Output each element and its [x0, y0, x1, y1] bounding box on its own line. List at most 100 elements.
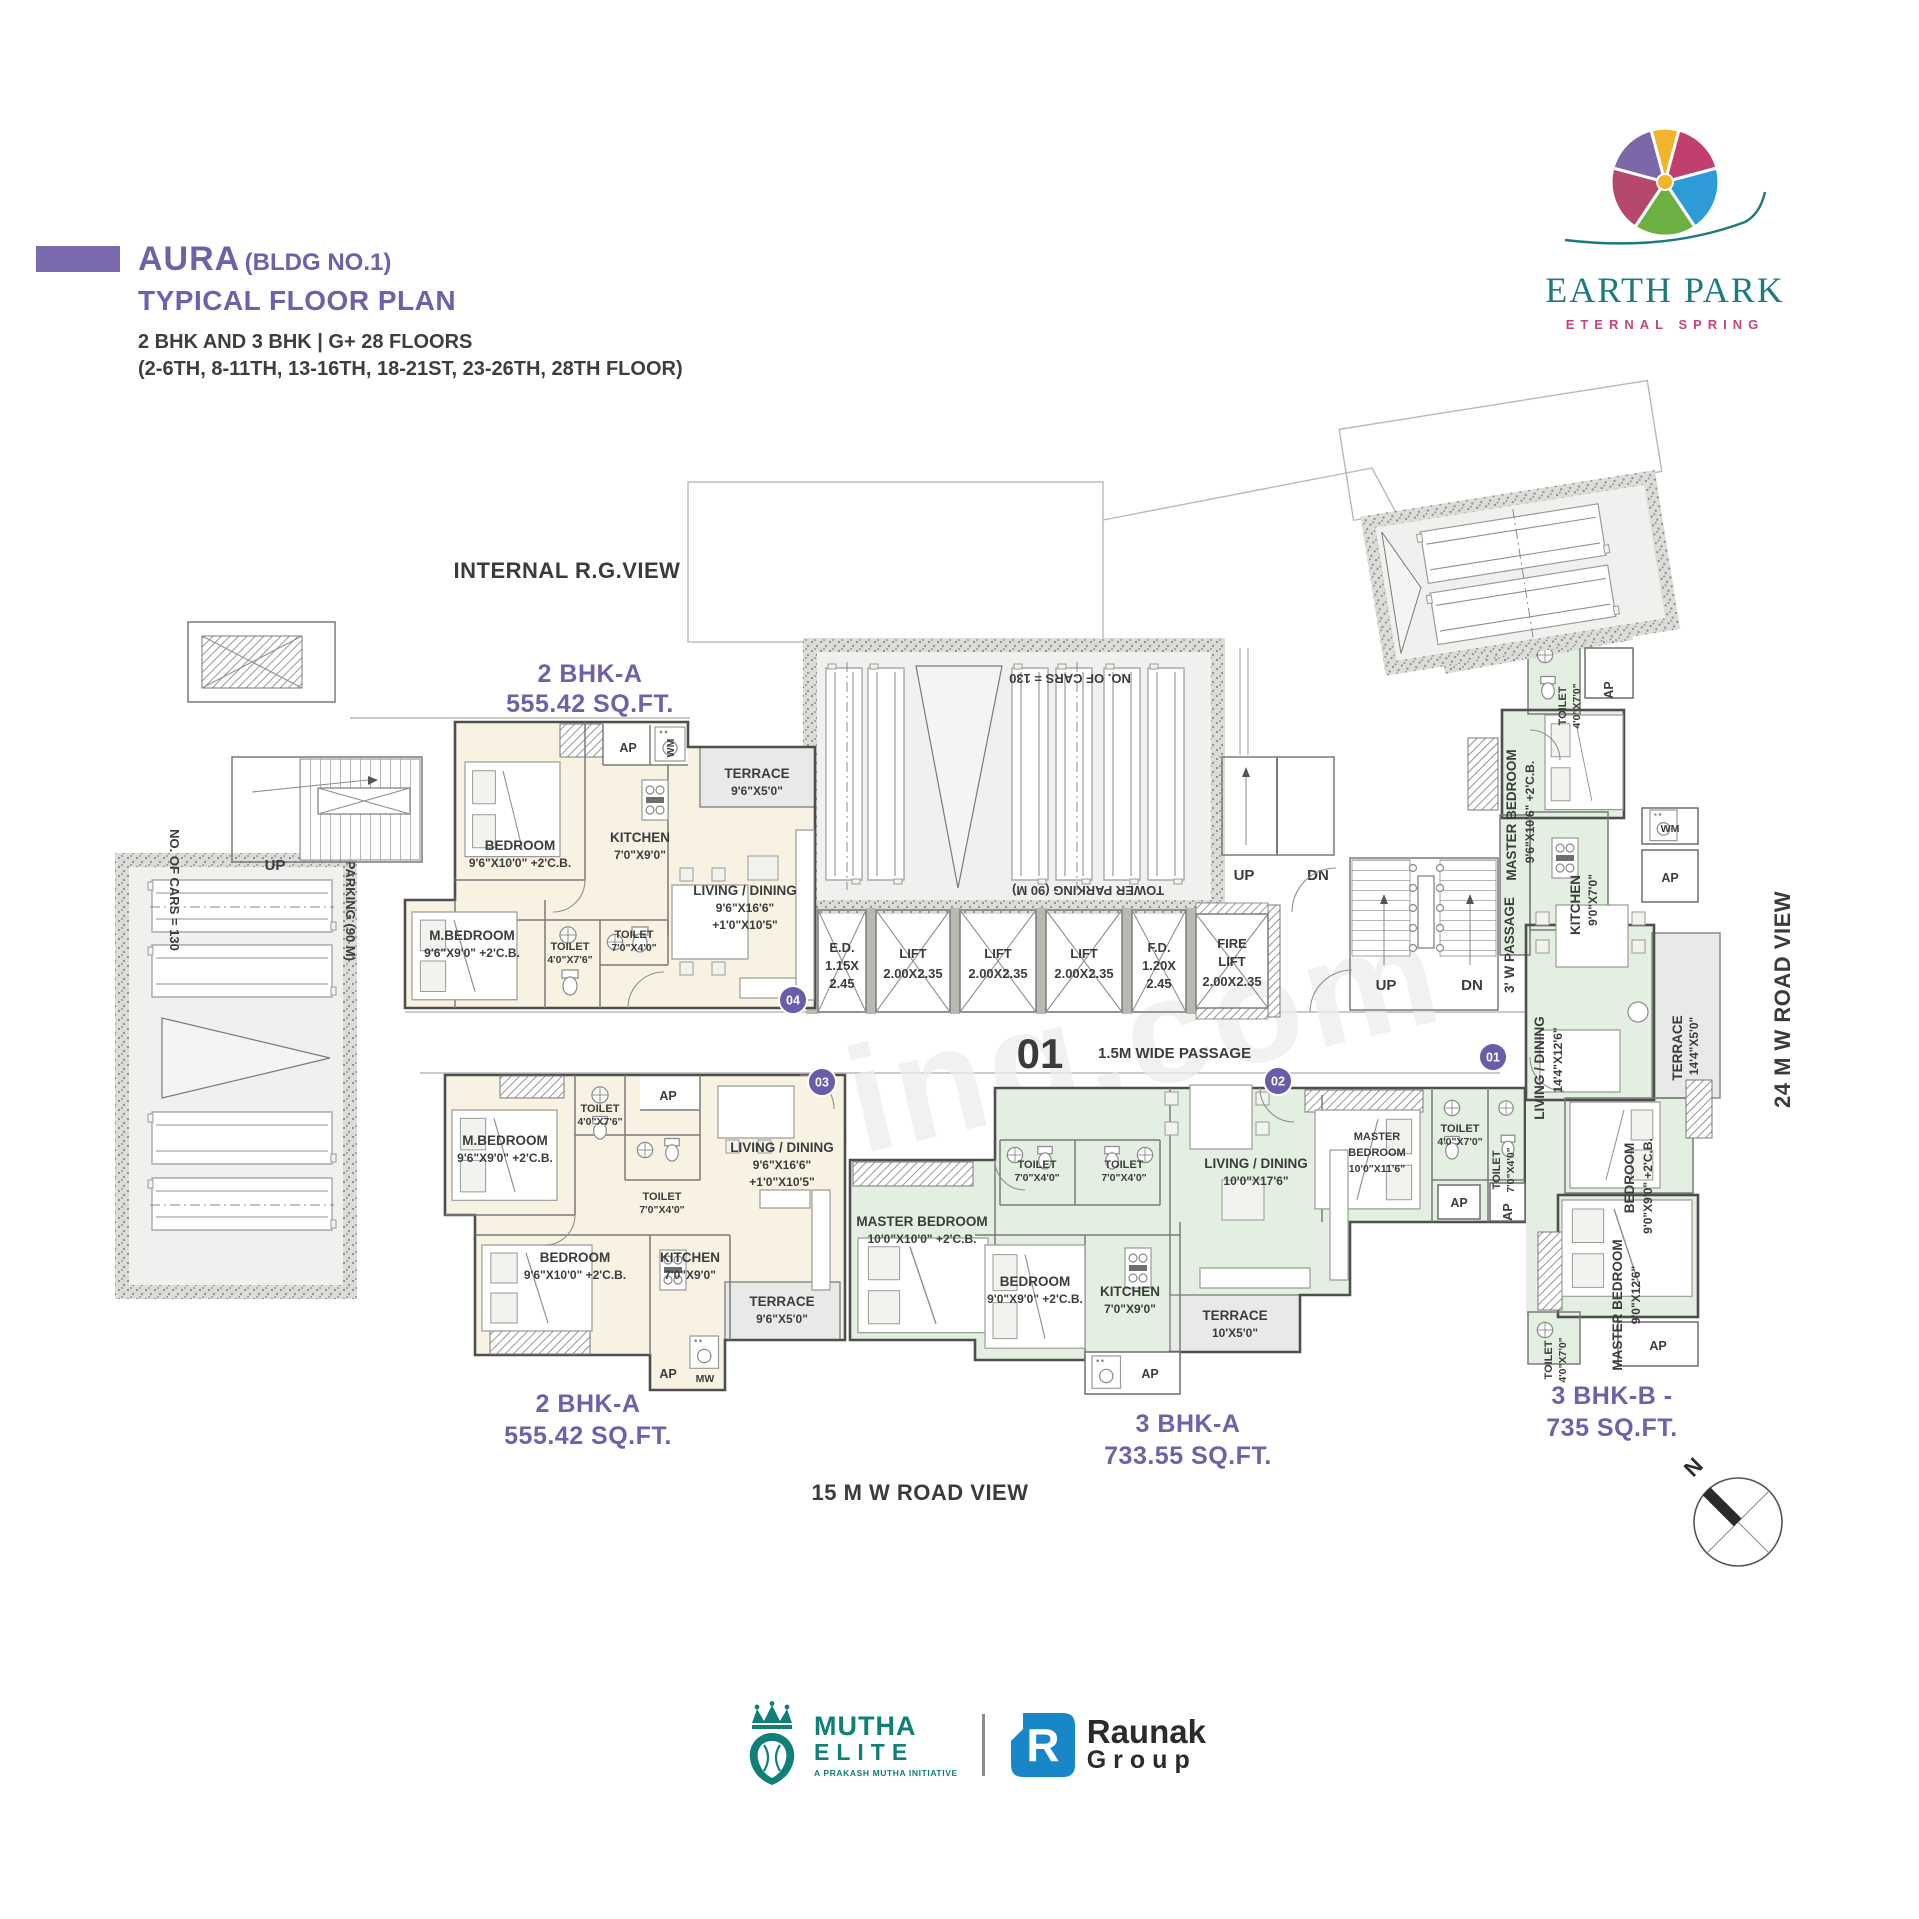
svg-text:TOILET: TOILET [1105, 1159, 1144, 1171]
svg-text:M.BEDROOM: M.BEDROOM [429, 928, 515, 943]
mutha-crown-icon [749, 1701, 795, 1785]
svg-text:+1'0"X10'5": +1'0"X10'5" [712, 918, 777, 932]
svg-text:7'0"X9'0": 7'0"X9'0" [664, 1268, 716, 1282]
svg-text:BEDROOM: BEDROOM [1000, 1274, 1071, 1289]
svg-text:M.BEDROOM: M.BEDROOM [462, 1133, 548, 1148]
svg-text:9'6"X10'6" +2'C.B.: 9'6"X10'6" +2'C.B. [1523, 761, 1537, 863]
svg-text:9'0"X9'0" +2'C.B.: 9'0"X9'0" +2'C.B. [987, 1292, 1083, 1306]
svg-text:7'0"X4'0": 7'0"X4'0" [1101, 1172, 1146, 1184]
svg-text:2.00X2.35: 2.00X2.35 [1054, 966, 1113, 981]
unit-2bhk-a-top-name: 2 BHK-A [538, 660, 643, 688]
stair-top-left: UP [187, 621, 423, 874]
unit-3bhk-a-name: 3 BHK-A [1136, 1410, 1241, 1438]
accent-bar [36, 246, 120, 272]
mutha-initiative: A PRAKASH MUTHA INITIATIVE [814, 1767, 958, 1778]
svg-text:LIFT: LIFT [899, 946, 926, 961]
svg-text:AP: AP [1649, 1339, 1666, 1353]
unit-3bhk-a-area: 733.55 SQ.FT. [1104, 1442, 1272, 1470]
svg-text:10'0"X17'6": 10'0"X17'6" [1223, 1174, 1288, 1188]
svg-text:MASTER: MASTER [1354, 1131, 1401, 1143]
flat-number-badges: 04 03 02 01 [778, 985, 1508, 1097]
svg-text:TERRACE: TERRACE [1670, 1015, 1685, 1080]
svg-text:F.D.: F.D. [1147, 940, 1170, 955]
compass-north-label: N [1679, 1453, 1708, 1482]
svg-text:AP: AP [1661, 871, 1678, 885]
raunak-group-logo: R Raunak Group [1009, 1711, 1206, 1779]
svg-text:BEDROOM: BEDROOM [1348, 1147, 1405, 1159]
svg-text:TERRACE: TERRACE [749, 1294, 814, 1309]
svg-text:7'0"X9'0": 7'0"X9'0" [1104, 1302, 1156, 1316]
svg-text:BEDROOM: BEDROOM [1622, 1143, 1637, 1214]
svg-text:1.15X: 1.15X [825, 958, 859, 973]
svg-text:LIVING / DINING: LIVING / DINING [693, 883, 797, 898]
svg-text:TOILET: TOILET [1491, 1150, 1503, 1189]
svg-text:10'0"X10'0" +2'C.B.: 10'0"X10'0" +2'C.B. [867, 1232, 976, 1246]
unit-2bhk-a-bottom: AP M.BEDROOM 9'6"X9'0" +2'C.B. TOILET 4'… [443, 1073, 847, 1392]
svg-text:14'4"X5'0": 14'4"X5'0" [1687, 1017, 1701, 1075]
elevator-cell-lift3: LIFT 2.00X2.35 [1045, 909, 1123, 1013]
svg-text:2.00X2.35: 2.00X2.35 [1202, 974, 1261, 989]
svg-text:KITCHEN: KITCHEN [1100, 1284, 1160, 1299]
svg-text:2.45: 2.45 [1146, 976, 1171, 991]
svg-text:03: 03 [815, 1076, 829, 1090]
svg-text:LIVING / DINING: LIVING / DINING [1204, 1156, 1308, 1171]
passage-label: 1.5M WIDE PASSAGE [1098, 1045, 1251, 1062]
right-road-view-label: 24 M W ROAD VIEW [1770, 891, 1795, 1108]
svg-text:AP: AP [659, 1367, 676, 1381]
lift-core: E.D. 1.15X 2.45 LIFT 2.00X2.35 LIFT 2.00… [806, 902, 1281, 1077]
tower-parking-top: NO. OF CARS = 130 TOWER PARKING (90 M) [803, 638, 1225, 914]
svg-text:9'6"X5'0": 9'6"X5'0" [756, 1312, 808, 1326]
elevator-cell-fd: F.D. 1.20X 2.45 [1131, 909, 1187, 1013]
svg-text:TOILET: TOILET [1557, 686, 1569, 725]
stair-right: UP DN [1309, 857, 1499, 1013]
svg-text:TOILET: TOILET [581, 1103, 620, 1115]
svg-text:4'0"X7'0": 4'0"X7'0" [1557, 1337, 1569, 1382]
unit-3bhk-a: MASTER BEDROOM 10'0"X10'0" +2'C.B. TOILE… [848, 1085, 1527, 1395]
svg-text:3' W PASSAGE: 3' W PASSAGE [1502, 897, 1517, 993]
svg-text:MW: MW [696, 1373, 715, 1385]
page-title-suffix: (BLDG NO.1) [244, 249, 392, 276]
svg-text:TERRACE: TERRACE [724, 766, 789, 781]
unit-3bhk-b: TOILET 4'0"X7'0" AP MASTER BEDROOM 9'6"X… [1442, 628, 1721, 1383]
svg-text:AP: AP [619, 741, 636, 755]
earth-park-globe-icon [1564, 126, 1767, 245]
svg-text:4'0"X7'6": 4'0"X7'6" [547, 954, 592, 966]
mutha-elite-logo: MUTHA ELITE A PRAKASH MUTHA INITIATIVE [740, 1701, 958, 1789]
svg-text:AP: AP [1602, 681, 1616, 698]
svg-text:WM: WM [665, 738, 677, 757]
svg-text:9'0"X7'0": 9'0"X7'0" [1586, 874, 1600, 926]
svg-text:TOILET: TOILET [551, 941, 590, 953]
svg-text:1.20X: 1.20X [1142, 958, 1176, 973]
raunak-name: Raunak [1086, 1713, 1206, 1750]
brand-tagline: ETERNAL SPRING [1565, 317, 1765, 332]
tower-parking-tilted [1338, 379, 1681, 676]
svg-text:KITCHEN: KITCHEN [1568, 875, 1583, 935]
svg-text:AP: AP [1501, 1203, 1515, 1220]
page-title: AURA [138, 240, 241, 278]
stair-core-dn: DN [1307, 867, 1329, 884]
elevator-cell-lift2: LIFT 2.00X2.35 [959, 909, 1037, 1013]
unit-2bhk-a-top: AP WM WM BEDROOM 9'6"X10'0" +2'C.B. KITC… [403, 720, 817, 1010]
svg-text:10'0"X11'6": 10'0"X11'6" [1349, 1163, 1405, 1175]
svg-text:TOILET: TOILET [643, 1191, 682, 1203]
svg-text:KITCHEN: KITCHEN [660, 1250, 720, 1265]
floors-line: (2-6TH, 8-11TH, 13-16TH, 18-21ST, 23-26T… [138, 358, 683, 380]
svg-text:9'6"X10'0" +2'C.B.: 9'6"X10'0" +2'C.B. [469, 856, 571, 870]
mutha-elite: ELITE [814, 1738, 915, 1765]
svg-text:7'0"X4'0": 7'0"X4'0" [639, 1204, 684, 1216]
mutha-name: MUTHA [814, 1710, 917, 1741]
unit-3bhk-b-area: 735 SQ.FT. [1546, 1414, 1677, 1442]
svg-text:7'0"X9'0": 7'0"X9'0" [614, 848, 666, 862]
svg-text:KITCHEN: KITCHEN [610, 830, 670, 845]
svg-text:LIFT: LIFT [1218, 954, 1245, 969]
svg-text:AP: AP [1450, 1196, 1467, 1210]
svg-text:9'6"X16'6": 9'6"X16'6" [753, 1158, 811, 1172]
stair-top-left-up: UP [265, 857, 286, 874]
compass-icon: N [1679, 1453, 1783, 1567]
unit-2bhk-a-top-area: 555.42 SQ.FT. [506, 690, 674, 718]
elevator-cell-firelift: FIRE LIFT 2.00X2.35 [1195, 902, 1269, 1020]
svg-text:14'4"X12'6": 14'4"X12'6" [1551, 1027, 1565, 1092]
svg-text:2.45: 2.45 [829, 976, 854, 991]
svg-text:01: 01 [1486, 1051, 1500, 1065]
